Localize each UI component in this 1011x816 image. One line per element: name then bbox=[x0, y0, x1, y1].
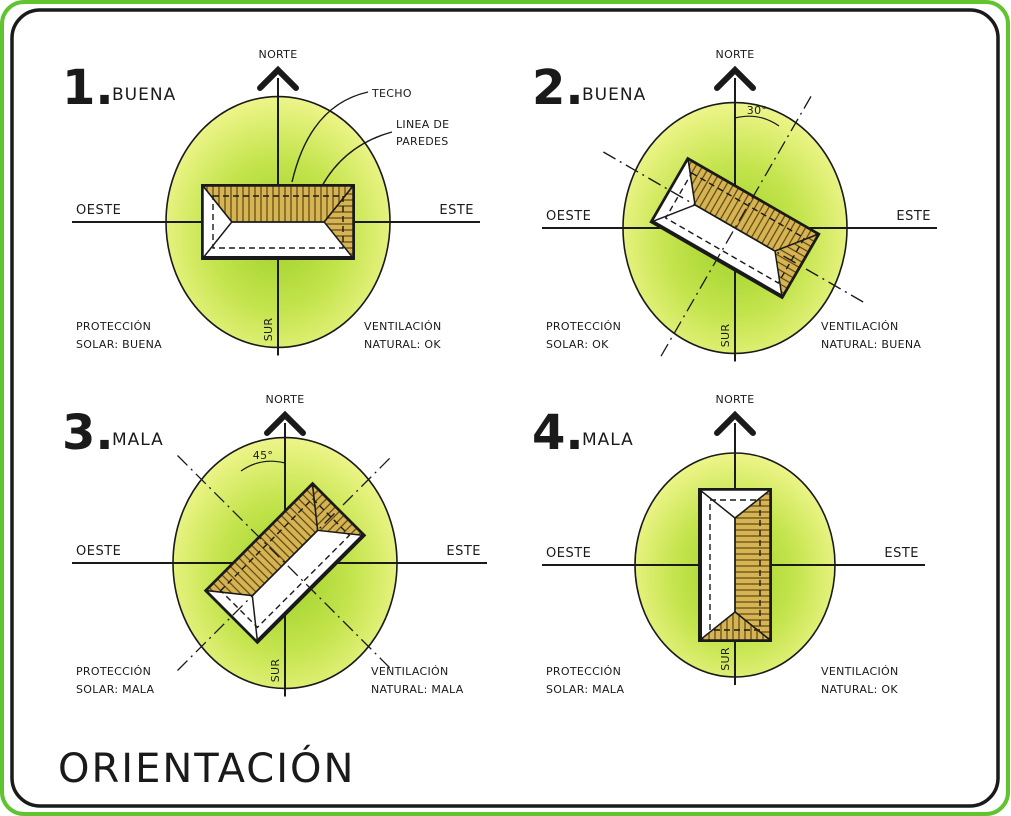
ventilation-label-line2: NATURAL: BUENA bbox=[821, 338, 921, 351]
east-label: ESTE bbox=[439, 203, 474, 218]
protection-label-line1: PROTECCIÓN bbox=[76, 320, 151, 333]
angle-arc bbox=[734, 115, 780, 127]
orientation-panel-2: NORTE OESTE ESTE SUR 2.BUENA 30° PROTECCIÓN SOL… bbox=[532, 48, 937, 362]
south-label: SUR bbox=[262, 318, 275, 342]
angle-arc bbox=[240, 460, 286, 472]
east-label: ESTE bbox=[884, 546, 919, 561]
building-plan bbox=[201, 183, 355, 261]
ventilation-label-line1: VENTILACIÓN bbox=[364, 320, 442, 333]
roof-white-face bbox=[204, 589, 259, 644]
orientation-panel-1: NORTE OESTE ESTE SUR 1.BUENA TECHO LINEA DE PAR… bbox=[62, 48, 480, 356]
west-label: OESTE bbox=[76, 544, 121, 559]
west-label: OESTE bbox=[76, 203, 121, 218]
ventilation-label-line2: NATURAL: OK bbox=[821, 683, 898, 696]
callout-wall-label-line1: LINEA DE bbox=[396, 118, 449, 131]
south-label: SUR bbox=[269, 659, 282, 683]
north-label: NORTE bbox=[266, 393, 305, 406]
ventilation-label-line2: NATURAL: OK bbox=[364, 338, 441, 351]
ventilation-label-line1: VENTILACIÓN bbox=[371, 665, 449, 678]
roof-white-face bbox=[650, 157, 696, 224]
angle-label: 45° bbox=[253, 449, 273, 462]
protection-label-line2: SOLAR: OK bbox=[546, 338, 609, 351]
callout-roof-label: TECHO bbox=[371, 87, 412, 100]
panel-number: 2. bbox=[532, 60, 584, 116]
roof-white-face bbox=[202, 183, 233, 261]
north-label: NORTE bbox=[716, 48, 755, 61]
protection-label-line2: SOLAR: MALA bbox=[76, 683, 154, 696]
north-label: NORTE bbox=[716, 393, 755, 406]
west-label: OESTE bbox=[546, 546, 591, 561]
protection-label-line2: SOLAR: MALA bbox=[546, 683, 624, 696]
rotated-axes bbox=[603, 96, 867, 360]
roof-hip-face bbox=[323, 183, 354, 261]
east-label: ESTE bbox=[446, 544, 481, 559]
callout-wall-label-line2: PAREDES bbox=[396, 135, 449, 148]
panel-rating: BUENA bbox=[112, 85, 176, 105]
north-arrow-icon bbox=[257, 65, 299, 91]
panel-number: 4. bbox=[532, 405, 584, 461]
panel-rating: MALA bbox=[582, 430, 634, 450]
protection-label-line1: PROTECCIÓN bbox=[76, 665, 151, 678]
protection-label-line1: PROTECCIÓN bbox=[546, 320, 621, 333]
diagram-title: ORIENTACIÓN bbox=[58, 744, 355, 792]
north-label: NORTE bbox=[259, 48, 298, 61]
west-label: OESTE bbox=[546, 209, 591, 224]
east-label: ESTE bbox=[896, 209, 931, 224]
roof-hip-face bbox=[697, 611, 773, 641]
protection-label-line2: SOLAR: BUENA bbox=[76, 338, 162, 351]
rotated-axes bbox=[177, 455, 393, 671]
callout-wall-arrow bbox=[321, 131, 393, 187]
building-plan bbox=[697, 488, 773, 642]
south-label: SUR bbox=[719, 647, 732, 671]
orientation-panel-4: NORTE OESTE ESTE SUR 4.MALA PROTECCIÓN SOLAR: … bbox=[532, 393, 925, 696]
ventilation-label-line2: NATURAL: MALA bbox=[371, 683, 464, 696]
panel-rating: BUENA bbox=[582, 85, 646, 105]
wall-line-dashed bbox=[709, 499, 761, 631]
panel-number: 1. bbox=[62, 60, 114, 116]
protection-label-line1: PROTECCIÓN bbox=[546, 665, 621, 678]
panel-number: 3. bbox=[62, 405, 114, 461]
north-arrow-icon bbox=[714, 410, 756, 436]
angle-label: 30° bbox=[747, 104, 767, 117]
ventilation-label-line1: VENTILACIÓN bbox=[821, 320, 899, 333]
south-label: SUR bbox=[719, 324, 732, 348]
wall-line-dashed bbox=[212, 195, 344, 249]
callout-roof-arrow bbox=[291, 91, 369, 183]
building-plan bbox=[649, 156, 821, 300]
north-arrow-icon bbox=[264, 410, 306, 436]
orientation-panel-3: NORTE OESTE ESTE SUR 3.MALA 45° PROTECCIÓN SOLA… bbox=[62, 393, 487, 697]
ventilation-label-line1: VENTILACIÓN bbox=[821, 665, 899, 678]
roof-white-face bbox=[697, 489, 773, 519]
north-arrow-icon bbox=[714, 65, 756, 91]
panel-rating: MALA bbox=[112, 430, 164, 450]
